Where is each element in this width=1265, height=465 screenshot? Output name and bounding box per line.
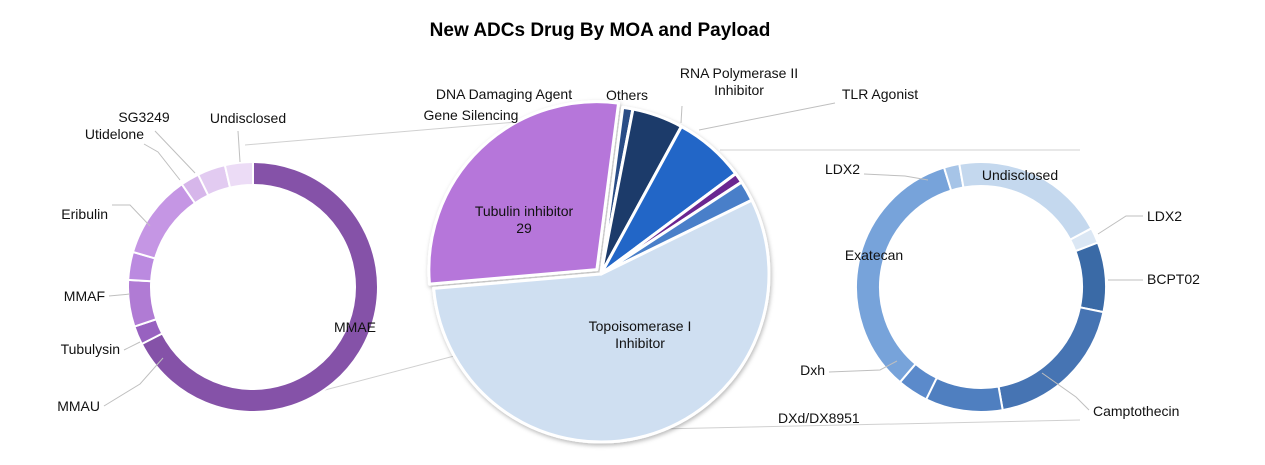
leader-rna-polymerase xyxy=(680,105,683,124)
left-slice-mmae xyxy=(140,160,379,413)
left-slice-tubulysin xyxy=(127,278,158,328)
leader-tlr-agonist xyxy=(698,102,836,131)
leader-ldx2-right xyxy=(1097,215,1143,235)
label-tlr-agonist: TLR Agonist xyxy=(842,86,918,102)
label-gene-silencing: Gene Silencing xyxy=(424,107,519,123)
leader-sg3249 xyxy=(154,130,196,174)
label-right-camptothecin: Camptothecin xyxy=(1093,403,1179,419)
main-slice-topoisomerase-i-inhibitor xyxy=(432,198,771,444)
label-right-bcpt02: BCPT02 xyxy=(1147,271,1200,287)
leader-dxh xyxy=(828,360,898,373)
connector-line-0 xyxy=(244,119,541,146)
right-slice-bcpt02-1 xyxy=(1074,241,1107,314)
connector-line-2 xyxy=(611,419,1081,431)
leader-camptothecin xyxy=(1041,372,1090,411)
label-left-mmau: MMAU xyxy=(57,398,100,414)
label-right-undisclosed: Undisclosed xyxy=(982,167,1058,183)
label-left-mmae: MMAE xyxy=(334,319,376,335)
label-right-ldx2-0: LDX2 xyxy=(1147,208,1182,224)
right-slice-camptothecin-2 xyxy=(997,306,1105,412)
right-slice-dxd-dx8951-3 xyxy=(924,376,1004,413)
label-others: Others xyxy=(606,87,648,103)
left-slice-undisclosed xyxy=(223,160,254,189)
leader-utidelone xyxy=(143,143,181,181)
leader-undisclosed-left xyxy=(237,130,241,163)
leader-ldx2-upper xyxy=(863,173,929,181)
label-left-tubulysin: Tubulysin xyxy=(61,341,120,357)
leader-tubulysin xyxy=(123,341,141,351)
leader-mmaf xyxy=(108,293,131,297)
right-slice-undisclosed-7 xyxy=(958,161,1093,241)
main-slice-tubulin-inhibitor xyxy=(427,100,621,286)
label-dna-damaging-agent: DNA Damaging Agent xyxy=(436,86,572,102)
label-right-ldx2-6: LDX2 xyxy=(825,161,860,177)
label-right-exatecan: Exatecan xyxy=(845,247,903,263)
label-right-dxd-dx8951: DXd/DX8951 xyxy=(778,410,860,426)
label-left-sg3249: SG3249 xyxy=(118,109,170,125)
left-slice-eribulin xyxy=(131,182,197,260)
label-left-mmaf: MMAF xyxy=(64,288,105,304)
main-slice-tlr-agonist xyxy=(599,180,754,276)
leader-mmau xyxy=(103,357,164,407)
label-left-undisclosed: Undisclosed xyxy=(210,110,286,126)
label-left-utidelone: Utidelone xyxy=(85,126,144,142)
label-right-dxh: Dxh xyxy=(800,362,825,378)
label-left-eribulin: Eribulin xyxy=(61,206,108,222)
right-slice-exatecan-5 xyxy=(855,166,953,384)
chart-title: New ADCs Drug By MOA and Payload xyxy=(429,20,771,41)
leader-eribulin xyxy=(112,204,151,227)
